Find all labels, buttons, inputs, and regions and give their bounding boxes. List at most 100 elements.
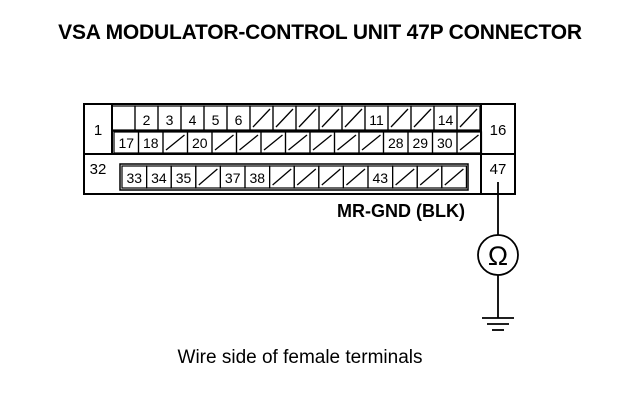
pin-cell-row_b-10 xyxy=(358,131,385,154)
diagram-caption: Wire side of female terminals xyxy=(177,347,423,368)
unused-pin-slash xyxy=(337,134,357,151)
pin-number-label: 4 xyxy=(189,112,197,128)
unused-pin-slash xyxy=(298,108,317,128)
unused-pin-slash xyxy=(344,108,363,128)
unused-pin-slash xyxy=(252,108,271,128)
pin-number-label: 28 xyxy=(388,135,404,151)
pin-cell-row_a-6 xyxy=(249,105,274,131)
pin-cell-row_b-14 xyxy=(456,131,483,154)
unused-pin-slash xyxy=(345,168,366,186)
ground-wire-label: MR-GND (BLK) xyxy=(337,201,465,221)
pin-cell-row_c-3 xyxy=(195,165,222,189)
pin-cell-row_c-9 xyxy=(342,165,369,189)
ground-symbol-icon xyxy=(482,317,514,331)
pin-cell-row_c-4: 37 xyxy=(219,165,246,189)
pin-number-label: 14 xyxy=(438,112,454,128)
pin-number-label: 3 xyxy=(166,112,174,128)
unused-pin-slash xyxy=(214,134,234,151)
pin-cell-row_b-0: 17 xyxy=(113,131,140,154)
pin-cell-border xyxy=(111,105,136,131)
unused-pin-slash xyxy=(321,168,341,186)
unused-pin-slash xyxy=(275,108,294,128)
pin-cell-row_a-5: 6 xyxy=(226,105,251,131)
pin-number-label: 20 xyxy=(192,135,208,151)
pin-cell-row_c-7 xyxy=(293,165,320,189)
pin-cell-row_b-4 xyxy=(211,131,238,154)
pin-cell-row_b-12: 29 xyxy=(407,131,434,154)
pin-cell-row_b-13: 30 xyxy=(431,131,458,154)
pin-number-label: 37 xyxy=(225,170,241,186)
pin-cell-row_a-2: 3 xyxy=(157,105,182,131)
pin-number-label: 18 xyxy=(143,135,159,151)
pin-cell-row_b-9 xyxy=(333,131,360,154)
pin-number-label: 2 xyxy=(143,112,151,128)
pin-cell-row_b-2 xyxy=(162,131,189,154)
pin-number-label: 34 xyxy=(151,170,167,186)
pin-cell-row_c-5: 38 xyxy=(244,165,271,189)
pin-cell-row_a-8 xyxy=(295,105,320,131)
unused-pin-slash xyxy=(263,134,283,151)
pin-cell-row_c-8 xyxy=(318,165,344,189)
pin-cell-border xyxy=(456,105,481,131)
ohm-symbol: Ω xyxy=(488,241,508,271)
pin-cell-row_a-3: 4 xyxy=(180,105,205,131)
unused-pin-slash xyxy=(239,134,259,151)
pin-number-label: 5 xyxy=(212,112,220,128)
unused-pin-slash xyxy=(444,168,464,186)
pin-cell-row_a-13 xyxy=(410,105,435,131)
pin-32-label: 32 xyxy=(90,161,107,178)
unused-pin-slash xyxy=(390,108,409,128)
pin-cell-row_a-4: 5 xyxy=(203,105,228,131)
pin-16-label: 16 xyxy=(490,122,507,139)
pin-cell-row_a-12 xyxy=(387,105,412,131)
test-wire xyxy=(477,182,519,318)
pin-number-label: 38 xyxy=(250,170,266,186)
unused-pin-slash xyxy=(459,134,479,151)
pin-number-label: 35 xyxy=(176,170,192,186)
pin-number-label: 30 xyxy=(437,135,453,151)
unused-pin-slash xyxy=(321,108,340,128)
unused-pin-slash xyxy=(198,168,218,186)
diagram-title: VSA MODULATOR-CONTROL UNIT 47P CONNECTOR xyxy=(58,21,582,44)
pin-cell-row_a-15 xyxy=(456,105,481,131)
lower-pin-slot xyxy=(119,163,469,191)
pin-cell-row_c-0: 33 xyxy=(121,165,148,189)
pin-cell-row_a-0 xyxy=(111,105,136,131)
pin-number-label: 11 xyxy=(369,112,384,128)
pin-cell-row_a-11: 11 xyxy=(364,105,389,131)
pin-cell-row_c-1: 34 xyxy=(146,165,172,189)
unused-pin-slash xyxy=(361,134,381,151)
pin-number-label: 29 xyxy=(412,135,428,151)
unused-pin-slash xyxy=(165,134,185,151)
pin-cell-border xyxy=(441,165,467,189)
pin-cell-row_b-1: 18 xyxy=(137,131,164,154)
pin-cell-row_c-2: 35 xyxy=(170,165,197,189)
pin-cell-row_b-11: 28 xyxy=(382,131,409,154)
unused-pin-slash xyxy=(419,168,440,186)
pin-cell-row_c-10: 43 xyxy=(367,165,394,189)
pin-cell-row_b-5 xyxy=(235,131,262,154)
pin-cell-border xyxy=(456,131,483,154)
pin-cell-row_c-12 xyxy=(416,165,443,189)
pin-cell-row_a-14: 14 xyxy=(433,105,458,131)
unused-pin-slash xyxy=(459,108,478,128)
unused-pin-slash xyxy=(312,134,332,151)
unused-pin-slash xyxy=(288,134,308,151)
pin-cell-row_b-8 xyxy=(309,131,336,154)
pin-cell-row_a-7 xyxy=(272,105,297,131)
pin-cell-row_c-11 xyxy=(392,165,418,189)
pin-cell-row_a-1: 2 xyxy=(134,105,159,131)
pin-cell-row_b-3: 20 xyxy=(186,131,213,154)
pin-cell-row_a-10 xyxy=(341,105,366,131)
unused-pin-slash xyxy=(413,108,432,128)
pin-cell-row_b-6 xyxy=(260,131,287,154)
pin-cell-row_b-7 xyxy=(284,131,311,154)
pin-number-label: 6 xyxy=(235,112,243,128)
pin-number-label: 17 xyxy=(118,135,134,151)
unused-pin-slash xyxy=(395,168,415,186)
pin-47-label: 47 xyxy=(490,161,507,178)
pin-number-label: 43 xyxy=(373,170,389,186)
